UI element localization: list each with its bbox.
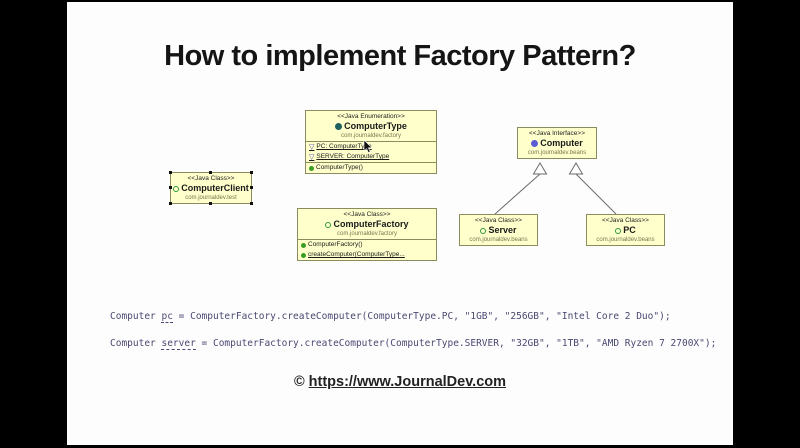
stereotype-label: <<Java Enumeration>>	[337, 113, 405, 120]
class-icon	[480, 228, 487, 234]
class-icon	[615, 228, 622, 234]
uml-box-computer-client: <<Java Class>> ComputerClient com.journa…	[169, 171, 253, 205]
field-label: PC: ComputerType	[316, 143, 372, 150]
method-label: ComputerType()	[316, 164, 363, 171]
selection-handle[interactable]	[250, 171, 253, 174]
method-label: createComputer(ComputerType...	[308, 251, 405, 258]
slide-title: How to implement Factory Pattern?	[164, 40, 636, 72]
selection-handle[interactable]	[209, 202, 212, 205]
class-name: ComputerType	[307, 121, 435, 132]
class-name: ComputerClient	[172, 183, 250, 194]
uml-header: <<Java Class>> ComputerFactory com.journ…	[298, 209, 436, 239]
selection-handle[interactable]	[169, 186, 172, 189]
enum-icon	[335, 123, 343, 130]
field-icon: ▽	[309, 153, 315, 161]
uml-box-server: <<Java Class>> Server com.journaldev.bea…	[459, 214, 538, 246]
class-name: PC	[588, 225, 663, 236]
enum-constant-row: ▽ PC: ComputerType	[306, 142, 436, 152]
selection-handle[interactable]	[169, 171, 172, 174]
package-label: com.journaldev.beans	[527, 150, 587, 156]
stereotype-label: <<Java Class>>	[343, 211, 391, 218]
code-expression: = ComputerFactory.createComputer(Compute…	[172, 311, 671, 322]
uml-box-computer-type: <<Java Enumeration>> ComputerType com.jo…	[305, 110, 437, 174]
method-label: ComputerFactory()	[308, 241, 363, 248]
compartment-divider	[298, 239, 436, 240]
method-row: ComputerFactory()	[298, 240, 436, 250]
method-icon	[301, 252, 306, 258]
code-keyword: Computer	[110, 311, 162, 322]
compartment-divider	[306, 141, 436, 142]
journaldev-link[interactable]: https://www.JournalDev.com	[308, 374, 507, 390]
uml-header: <<Java Class>> ComputerClient com.journa…	[171, 173, 251, 203]
uml-box-pc: <<Java Class>> PC com.journaldev.beans	[586, 214, 665, 246]
package-label: com.journaldev.beans	[596, 237, 655, 243]
method-icon	[301, 242, 306, 248]
package-label: com.journaldev.test	[185, 195, 237, 201]
slide: How to implement Factory Pattern? <<Java…	[67, 2, 733, 445]
code-variable: pc	[161, 311, 173, 323]
enum-constant-row: ▽ SERVER: ComputerType	[306, 152, 436, 162]
compartment-divider	[306, 162, 436, 163]
package-label: com.journaldev.beans	[469, 237, 528, 243]
package-label: com.journaldev.factory	[337, 231, 397, 237]
code-variable: server	[161, 338, 196, 350]
selection-handle[interactable]	[250, 202, 253, 205]
stereotype-label: <<Java Class>>	[187, 175, 235, 182]
method-row: ComputerType()	[306, 163, 436, 173]
interface-icon	[531, 140, 539, 147]
code-expression: = ComputerFactory.createComputer(Compute…	[195, 338, 717, 349]
code-keyword: Computer	[110, 338, 162, 349]
uml-box-computer-factory: <<Java Class>> ComputerFactory com.journ…	[297, 208, 437, 261]
package-label: com.journaldev.factory	[341, 133, 401, 139]
mouse-cursor-icon	[363, 140, 373, 153]
footer: ©https://www.JournalDev.com	[67, 374, 733, 390]
stereotype-label: <<Java Class>>	[602, 217, 649, 224]
uml-box-computer-interface: <<Java Interface>> Computer com.journald…	[517, 127, 597, 159]
class-icon	[173, 186, 180, 192]
method-row: createComputer(ComputerType...	[298, 250, 436, 260]
selection-handle[interactable]	[209, 171, 212, 174]
interface-name: Computer	[519, 138, 595, 149]
selection-handle[interactable]	[169, 202, 172, 205]
uml-header: <<Java Interface>> Computer com.journald…	[518, 128, 596, 158]
field-label: SERVER: ComputerType	[316, 153, 390, 160]
class-name: Server	[461, 225, 536, 236]
selection-handle[interactable]	[250, 186, 253, 189]
stereotype-label: <<Java Class>>	[475, 217, 522, 224]
class-icon	[325, 222, 332, 228]
uml-header: <<Java Enumeration>> ComputerType com.jo…	[306, 111, 436, 141]
code-line-server: Computer server = ComputerFactory.create…	[110, 338, 717, 350]
uml-header: <<Java Class>> Server com.journaldev.bea…	[460, 215, 537, 245]
stereotype-label: <<Java Interface>>	[528, 130, 585, 137]
method-icon	[309, 165, 314, 171]
code-line-pc: Computer pc = ComputerFactory.createComp…	[110, 311, 671, 323]
uml-header: <<Java Class>> PC com.journaldev.beans	[587, 215, 664, 245]
class-name: ComputerFactory	[299, 219, 435, 230]
copyright-icon: ©	[293, 374, 305, 390]
field-icon: ▽	[309, 143, 315, 151]
